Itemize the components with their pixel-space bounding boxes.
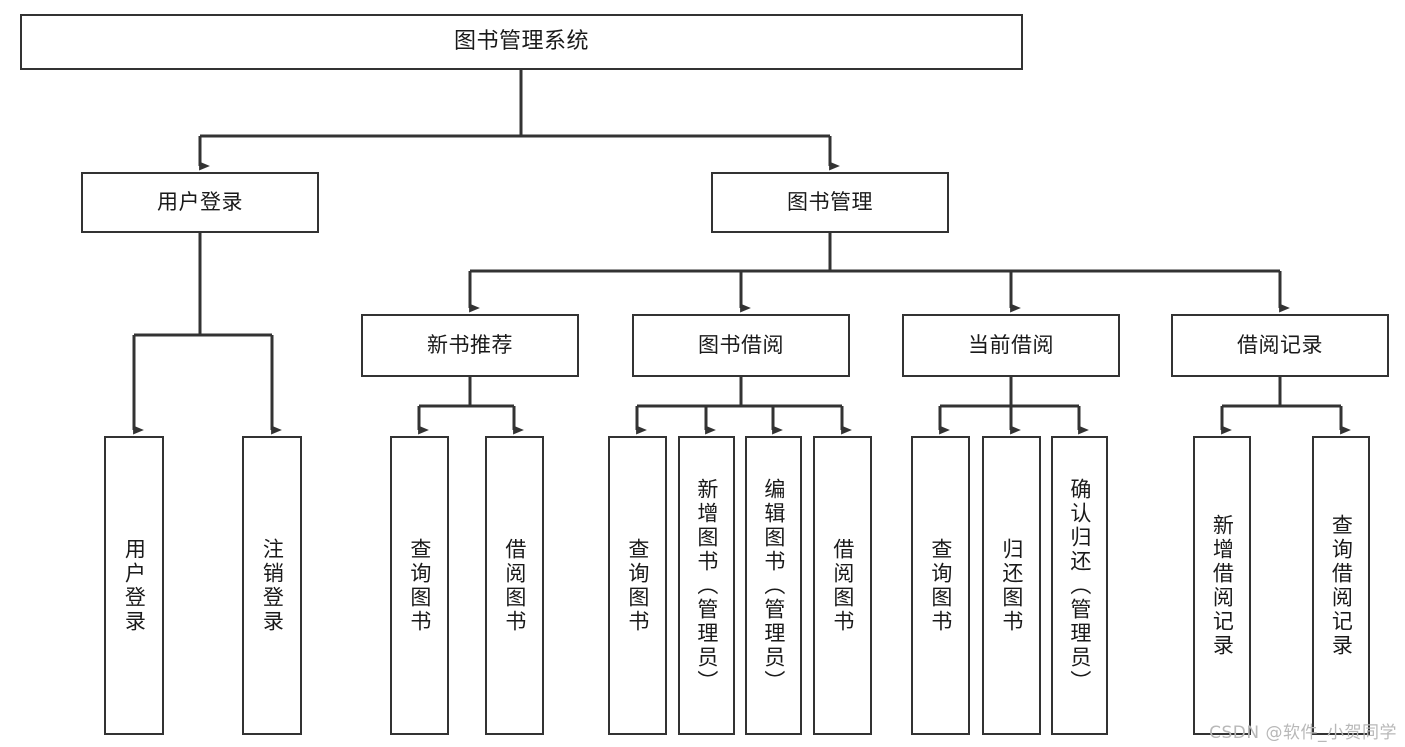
leaf-query-book-current[interactable]: 查询图书 [911, 436, 970, 735]
node-user-login[interactable]: 用户登录 [81, 172, 319, 233]
leaf-query-borrow-record-label: 查询借阅记录 [1329, 513, 1354, 658]
node-book-borrow-label: 图书借阅 [698, 333, 784, 358]
node-root-label: 图书管理系统 [453, 29, 589, 55]
leaf-borrow-book-newbook[interactable]: 借阅图书 [485, 436, 544, 735]
leaf-query-book-newbook-label: 查询图书 [407, 537, 432, 634]
leaf-query-book-current-label: 查询图书 [928, 537, 953, 634]
node-book-borrow[interactable]: 图书借阅 [632, 314, 850, 377]
node-current-borrow-label: 当前借阅 [968, 333, 1054, 358]
leaf-query-book-borrow[interactable]: 查询图书 [608, 436, 667, 735]
node-user-login-label: 用户登录 [157, 190, 243, 215]
leaf-logout[interactable]: 注销登录 [242, 436, 302, 735]
leaf-query-book-borrow-label: 查询图书 [625, 537, 650, 634]
leaf-borrow-book-label: 借阅图书 [830, 537, 855, 634]
node-root[interactable]: 图书管理系统 [20, 14, 1023, 70]
node-book-management[interactable]: 图书管理 [711, 172, 949, 233]
leaf-user-login[interactable]: 用户登录 [104, 436, 164, 735]
leaf-logout-label: 注销登录 [260, 537, 285, 634]
node-borrow-record[interactable]: 借阅记录 [1171, 314, 1389, 377]
leaf-confirm-return-admin-label: 确认归还（管理员） [1067, 477, 1092, 694]
node-new-book-recommend[interactable]: 新书推荐 [361, 314, 579, 377]
leaf-borrow-book-newbook-label: 借阅图书 [502, 537, 527, 634]
leaf-user-login-label: 用户登录 [122, 537, 147, 634]
node-book-management-label: 图书管理 [787, 190, 873, 215]
node-borrow-record-label: 借阅记录 [1237, 333, 1323, 358]
leaf-add-borrow-record-label: 新增借阅记录 [1210, 513, 1235, 658]
leaf-add-book-admin-label: 新增图书（管理员） [694, 477, 719, 694]
leaf-confirm-return-admin[interactable]: 确认归还（管理员） [1051, 436, 1108, 735]
watermark: CSDN @软件_小贺同学 [1209, 723, 1397, 743]
leaf-query-borrow-record[interactable]: 查询借阅记录 [1312, 436, 1370, 735]
leaf-borrow-book[interactable]: 借阅图书 [813, 436, 872, 735]
leaf-return-book-label: 归还图书 [999, 537, 1024, 634]
leaf-add-borrow-record[interactable]: 新增借阅记录 [1193, 436, 1251, 735]
node-current-borrow[interactable]: 当前借阅 [902, 314, 1120, 377]
leaf-return-book[interactable]: 归还图书 [982, 436, 1041, 735]
node-new-book-recommend-label: 新书推荐 [427, 333, 513, 358]
leaf-edit-book-admin[interactable]: 编辑图书（管理员） [745, 436, 802, 735]
leaf-query-book-newbook[interactable]: 查询图书 [390, 436, 449, 735]
leaf-add-book-admin[interactable]: 新增图书（管理员） [678, 436, 735, 735]
leaf-edit-book-admin-label: 编辑图书（管理员） [761, 477, 786, 694]
